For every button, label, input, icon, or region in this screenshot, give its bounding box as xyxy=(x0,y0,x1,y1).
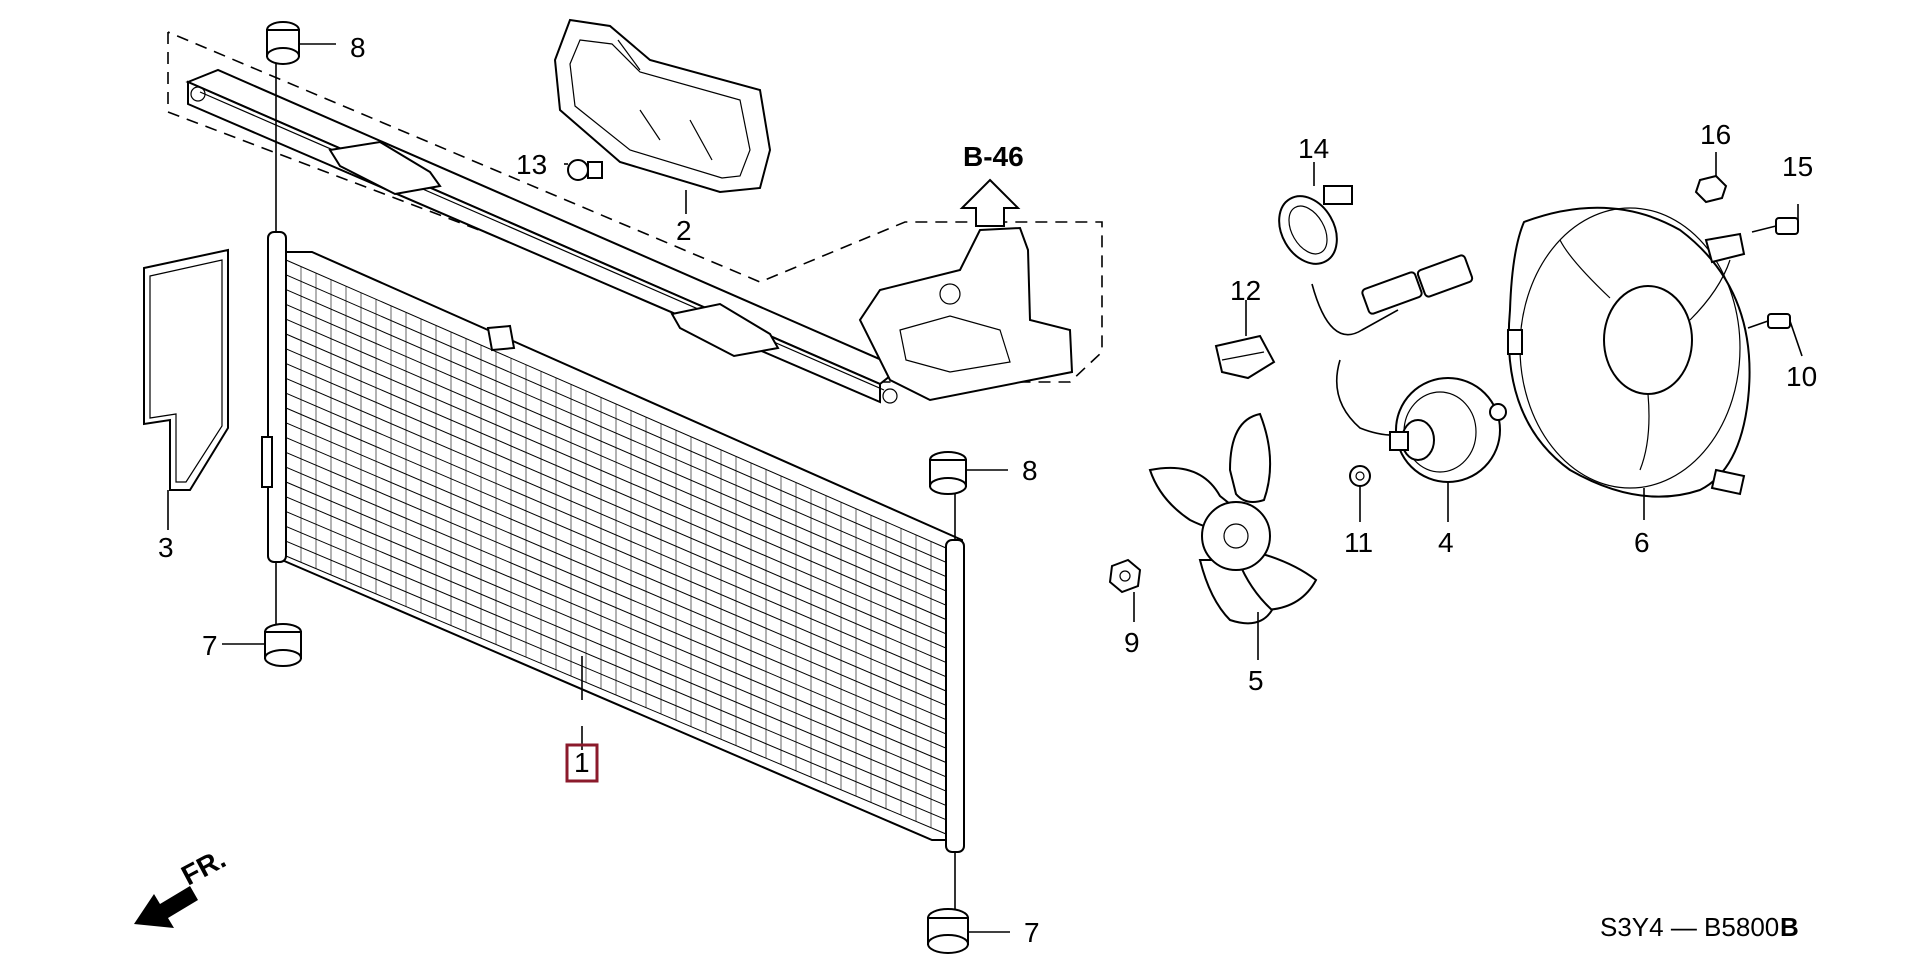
lower-mount-cushion-right[interactable] xyxy=(927,908,969,954)
callout-8-right[interactable]: 8 xyxy=(1022,455,1038,486)
air-guide-cover[interactable] xyxy=(553,18,772,194)
callout-10[interactable]: 10 xyxy=(1786,361,1817,392)
side-bracket[interactable] xyxy=(858,226,1074,402)
motor-nut[interactable] xyxy=(1349,465,1371,487)
callout-11[interactable]: 11 xyxy=(1344,527,1373,558)
shroud-nut[interactable] xyxy=(1694,174,1728,204)
callout-12[interactable]: 12 xyxy=(1230,275,1261,306)
shroud-bolt-lower[interactable] xyxy=(1747,313,1791,329)
callout-16[interactable]: 16 xyxy=(1700,119,1731,150)
reference-arrow xyxy=(959,178,1021,227)
callout-5[interactable]: 5 xyxy=(1248,665,1264,696)
left-mount-post xyxy=(275,56,956,912)
lower-mount-cushion-left[interactable] xyxy=(264,623,302,667)
bracket-assembly-boundary xyxy=(167,31,1103,383)
shroud-bolt-upper[interactable] xyxy=(1751,217,1799,235)
fan-shroud[interactable] xyxy=(1507,206,1751,498)
callout-2[interactable]: 2 xyxy=(676,215,692,246)
callout-13[interactable]: 13 xyxy=(516,149,547,180)
connector-clip[interactable] xyxy=(1214,334,1276,380)
fan-blade[interactable] xyxy=(1148,412,1318,625)
callout-8-top[interactable]: 8 xyxy=(350,32,366,63)
fan-motor[interactable] xyxy=(1389,377,1507,483)
callout-7-left[interactable]: 7 xyxy=(202,630,218,661)
callout-3[interactable]: 3 xyxy=(158,532,174,563)
callout-14[interactable]: 14 xyxy=(1298,133,1329,164)
upper-mount-cushion-right[interactable] xyxy=(929,451,967,495)
callout-7-right[interactable]: 7 xyxy=(1024,917,1040,948)
front-label: FR. xyxy=(176,843,230,892)
callout-6[interactable]: 6 xyxy=(1634,527,1650,558)
wiring-harness[interactable] xyxy=(1311,254,1474,436)
callout-1[interactable]: 1 xyxy=(574,747,590,778)
callout-15[interactable]: 15 xyxy=(1782,151,1813,182)
upper-mount-cushion-left[interactable] xyxy=(266,21,300,65)
reference-b46[interactable]: B-46 xyxy=(963,141,1024,172)
clip[interactable] xyxy=(567,159,603,181)
condenser-seal[interactable] xyxy=(143,248,229,491)
upper-bracket[interactable] xyxy=(185,68,902,404)
diagram-code: S3Y4 — B5800 xyxy=(1600,912,1779,942)
callout-4[interactable]: 4 xyxy=(1438,527,1454,558)
fan-nut[interactable] xyxy=(1108,558,1142,594)
condenser[interactable] xyxy=(261,231,965,853)
diagram-code-suffix: B xyxy=(1780,912,1799,942)
front-arrow-icon xyxy=(134,886,198,928)
harness-clamp[interactable] xyxy=(1267,185,1353,274)
callout-9[interactable]: 9 xyxy=(1124,627,1140,658)
highlight-frame xyxy=(565,743,599,783)
